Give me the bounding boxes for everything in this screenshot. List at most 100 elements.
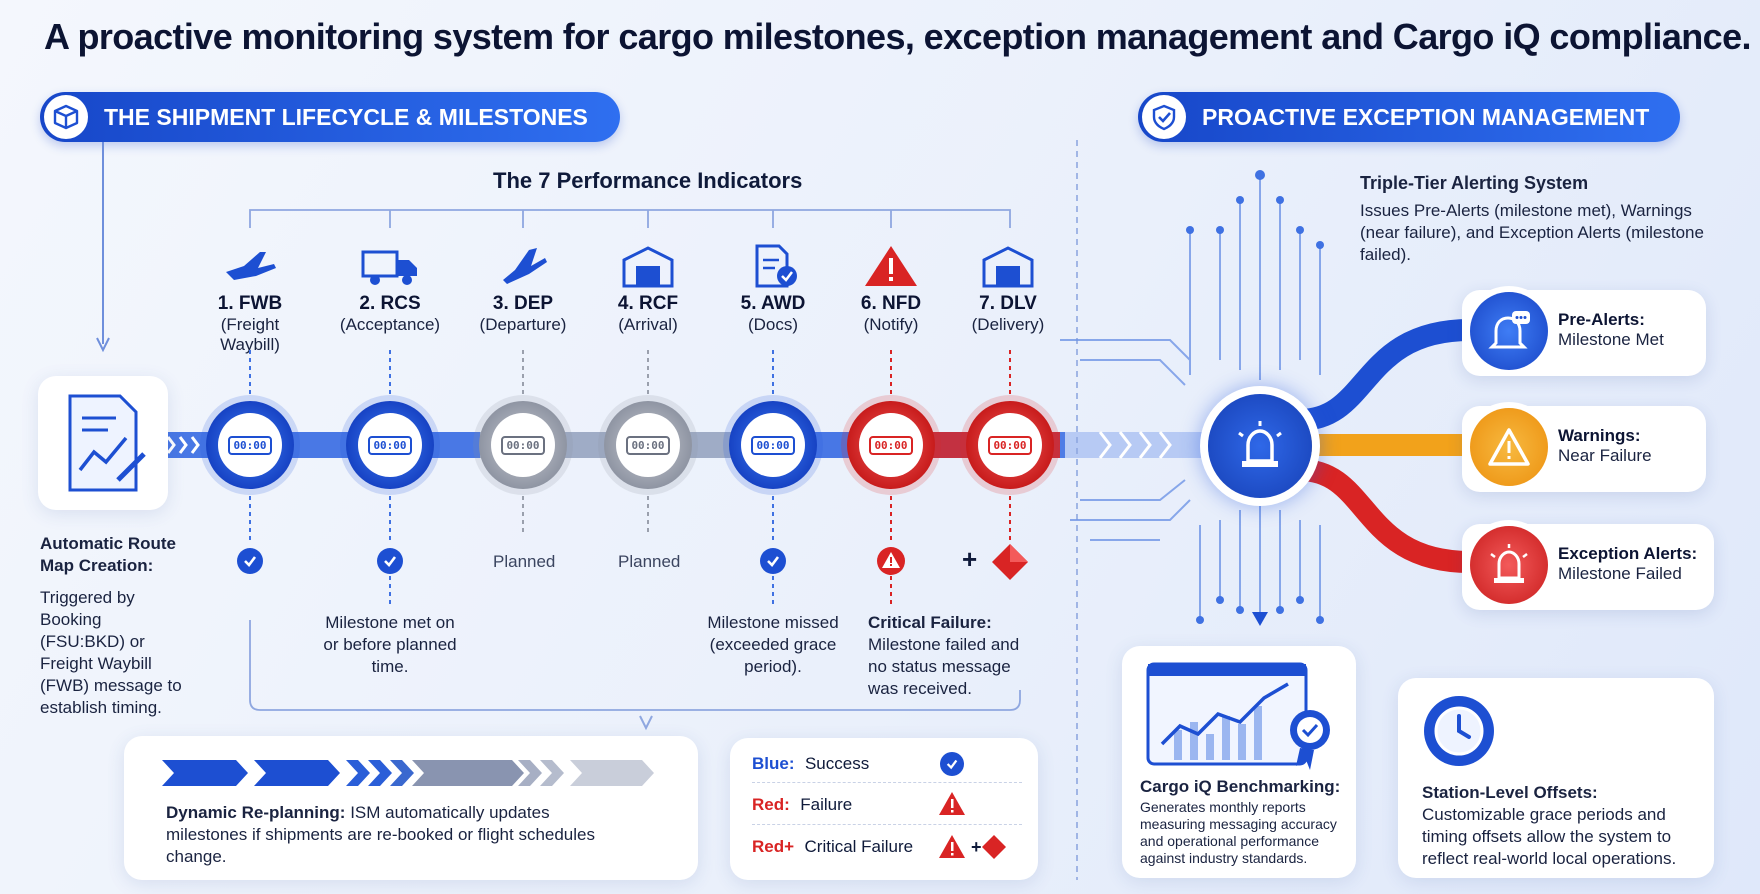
progress-arrows [162,760,654,786]
alerting-body: Issues Pre-Alerts (milestone met), Warni… [1360,201,1704,264]
benchmark-title: Cargo iQ Benchmarking: [1140,777,1341,796]
legend-divider [752,824,1022,825]
legend-row-success: Blue: Success [752,752,1022,776]
status-planned: Planned [493,552,556,571]
milestone-name: 7. DLV [979,293,1037,314]
milestone-name: 1. FWB [217,293,283,314]
legend-label: Critical Failure [804,837,914,856]
note-milestone-met: Milestone met on or before planned time. [323,613,457,676]
report-chart-icon [1146,662,1330,770]
milestone-rcs: 2. RCS (Acceptance) [330,244,450,335]
milestone-sub: (Docs) [747,315,799,334]
legend-label: Failure [800,795,853,814]
milestone-fwb: 1. FWB (Freight Waybill) [190,244,310,355]
package-icon [44,95,88,139]
milestone-dep: 3. DEP (Departure) [463,244,583,335]
milestone-name: 3. DEP [492,293,554,314]
page-title: A proactive monitoring system for cargo … [44,16,1752,57]
document-check-icon [713,244,833,293]
shield-check-icon [1142,95,1186,139]
red-diamond-icon [990,542,1030,587]
airplane-departure-icon [463,244,583,293]
alerting-title: Triple-Tier Alerting System [1360,173,1589,193]
critical-body: Milestone failed and no status message w… [868,635,1020,698]
milestone-name: 6. NFD [860,293,922,314]
replan-card: Dynamic Re-planning: ISM automatically u… [124,736,698,880]
alert-title: Warnings: [1558,426,1641,445]
warehouse-icon [948,244,1068,293]
milestone-sub: (Delivery) [971,315,1045,334]
warning-icon [1470,408,1548,486]
milestone-node-dlv: 00:00 [966,401,1054,489]
legend-row-critical: Red+ Critical Failure + [752,835,1022,859]
siren-icon [1470,526,1548,604]
milestone-awd: 5. AWD (Docs) [713,244,833,335]
milestone-name: 4. RCF [617,293,679,314]
timer-icon: 00:00 [501,435,545,455]
alert-text: Pre-Alerts: Milestone Met [1558,310,1664,350]
critical-title: Critical Failure: [868,613,992,632]
kpi-heading: The 7 Performance Indicators [493,168,803,193]
milestone-node-rcf: 00:00 [604,401,692,489]
lifecycle-header: THE SHIPMENT LIFECYCLE & MILESTONES [40,92,620,142]
svg-text:+: + [971,837,982,857]
legend-key: Red+ [752,837,795,856]
offsets-body: Customizable grace periods and timing of… [1422,805,1677,868]
milestone-nfd: 6. NFD (Notify) [831,244,951,335]
legend-label: Success [804,754,870,773]
alert-sub: Milestone Met [1558,330,1664,349]
airplane-icon [190,244,310,293]
siren-hub-icon [1208,394,1312,498]
alert-text: Exception Alerts: Milestone Failed [1558,544,1697,584]
milestone-node-dep: 00:00 [479,401,567,489]
offsets-title: Station-Level Offsets: [1422,783,1598,802]
timer-icon: 00:00 [869,435,913,455]
legend-row-failure: Red: Failure [752,792,1022,815]
legend-card: Blue: Success Red: Failure Red+ Critical… [730,738,1038,880]
offsets-card: Station-Level Offsets: Customizable grac… [1398,678,1714,878]
alert-text: Warnings: Near Failure [1558,426,1652,466]
bell-icon [1470,292,1548,370]
note-milestone-missed: Milestone missed (exceeded grace period)… [707,613,839,676]
benchmark-body: Generates monthly reports measuring mess… [1140,799,1337,866]
offsets-text: Station-Level Offsets: Customizable grac… [1422,782,1708,870]
legend-key: Blue: [752,754,795,773]
replan-text: Dynamic Re-planning: ISM automatically u… [166,802,606,868]
timer-icon: 00:00 [751,435,795,455]
milestone-dlv: 7. DLV (Delivery) [948,244,1068,335]
route-map-title: Automatic Route Map Creation: [40,534,176,575]
check-icon [237,548,263,574]
clock-icon [1424,696,1494,766]
check-icon [760,548,786,574]
milestone-name: 5. AWD [740,293,806,314]
exception-header-label: PROACTIVE EXCEPTION MANAGEMENT [1202,103,1650,130]
milestone-sub: (Departure) [479,315,567,334]
timer-icon: 00:00 [228,435,272,455]
lifecycle-header-label: THE SHIPMENT LIFECYCLE & MILESTONES [104,103,588,130]
exception-header: PROACTIVE EXCEPTION MANAGEMENT [1138,92,1680,142]
milestone-node-awd: 00:00 [729,401,817,489]
warning-badge-icon [876,546,906,581]
note-critical: Critical Failure: Milestone failed and n… [868,612,1038,700]
route-map-text: Automatic Route Map Creation: Triggered … [40,533,190,719]
replan-title: Dynamic Re-planning: [166,803,346,822]
milestone-node-nfd: 00:00 [847,401,935,489]
warehouse-icon [588,244,708,293]
timer-icon: 00:00 [368,435,412,455]
milestone-sub: (Acceptance) [339,315,441,334]
route-map-body: Triggered by Booking (FSU:BKD) or Freigh… [40,588,182,717]
milestone-rcf: 4. RCF (Arrival) [588,244,708,335]
check-icon [377,548,403,574]
status-planned: Planned [618,552,681,571]
alert-sub: Milestone Failed [1558,564,1682,583]
critical-failure-icon: + [939,835,1006,859]
alert-title: Pre-Alerts: [1558,310,1645,329]
plus-icon: + [962,544,978,574]
timer-icon: 00:00 [626,435,670,455]
legend-divider [752,782,1022,783]
benchmark-text: Cargo iQ Benchmarking: Generates monthly… [1140,778,1346,867]
document-chart-icon [68,394,146,492]
timer-icon: 00:00 [988,435,1032,455]
replan-body: ISM automatically updates milestones if … [166,803,595,866]
